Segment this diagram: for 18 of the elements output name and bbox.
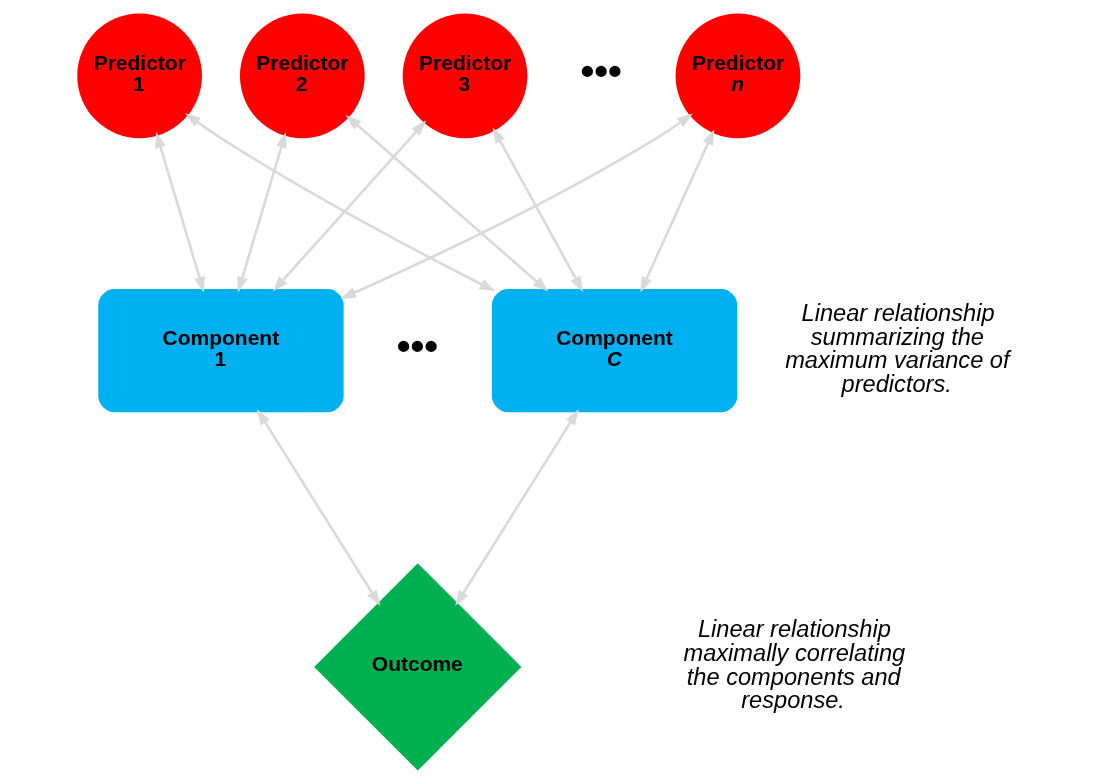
arrow: [345, 114, 548, 292]
arrow: [272, 120, 426, 292]
label: Linear relationship maximally correlating the components and response.: [682, 616, 905, 714]
arrow: [639, 129, 714, 293]
label: Linear relationship summarizing the maximum variance of predictors.: [784, 300, 1010, 397]
arrow: [256, 409, 380, 606]
arrow: [492, 127, 583, 293]
node-box: Component C: [491, 289, 737, 413]
label: •••: [396, 323, 438, 368]
label: •••: [579, 48, 622, 93]
arrow: [454, 409, 579, 606]
node-box: Component 1: [97, 289, 344, 413]
arrow: [236, 132, 287, 293]
arrow: [184, 113, 495, 292]
arrow: [154, 132, 205, 293]
node-circle: Predictor 2: [239, 13, 365, 139]
arrow: [339, 113, 693, 299]
node-diamond: Outcome: [313, 563, 521, 771]
